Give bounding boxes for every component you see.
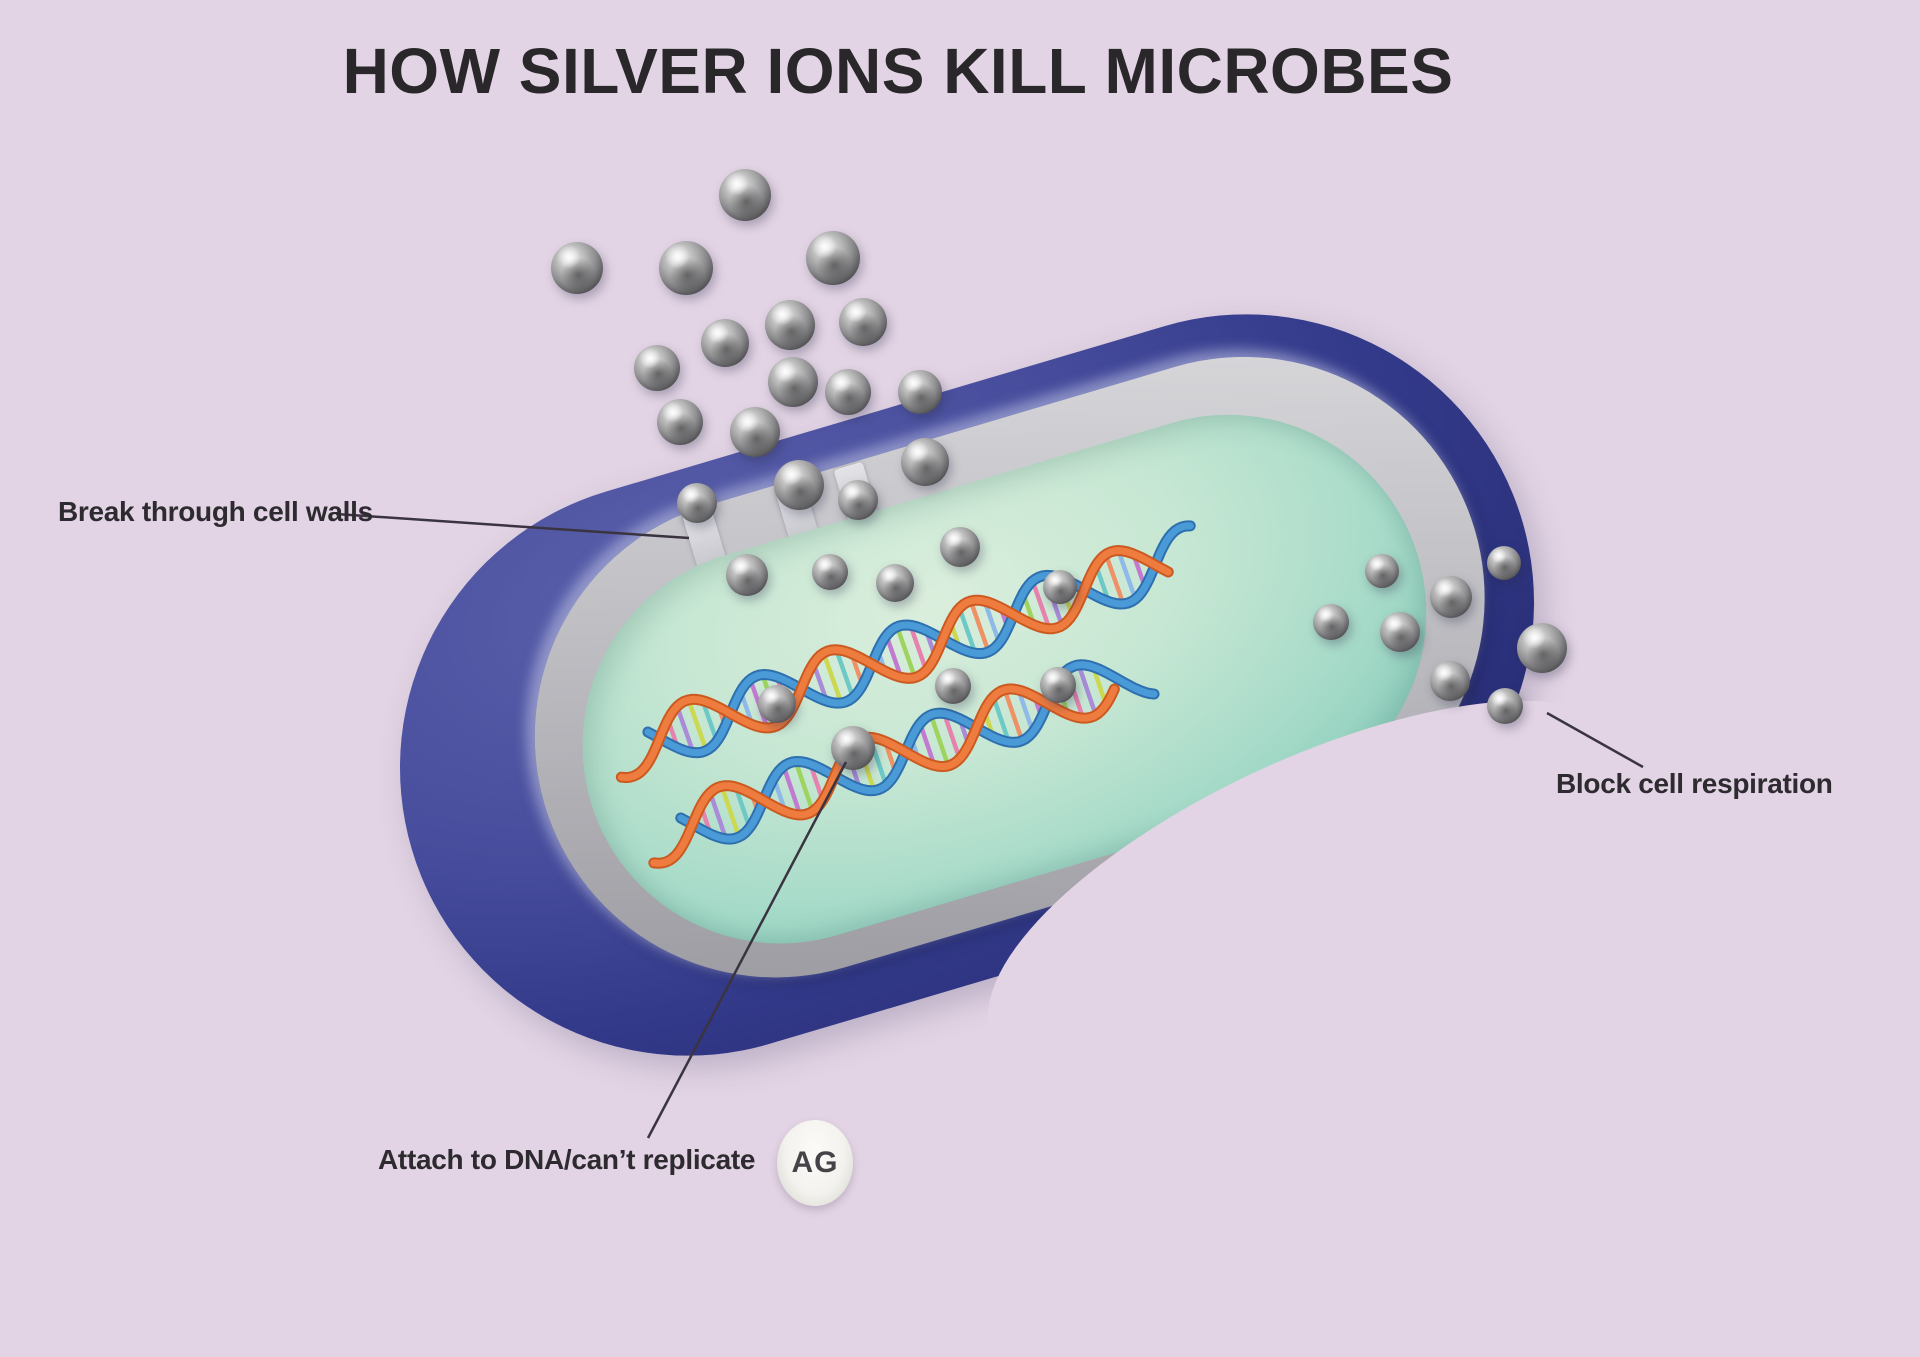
silver-ion: [758, 685, 796, 723]
dna-base-pair-rung: [991, 697, 1010, 741]
silver-ion: [1043, 570, 1077, 604]
dna-base-pair-rung: [687, 701, 707, 750]
dna-base-pair-rung: [1104, 555, 1124, 603]
dna-base-pair-rung: [794, 762, 814, 810]
silver-ion: [719, 169, 771, 221]
dna-strand-blue: [643, 522, 1194, 757]
silver-ion: [1313, 604, 1349, 640]
page-title: HOW SILVER IONS KILL MICROBES: [342, 35, 1454, 107]
silver-ion: [812, 554, 848, 590]
dna-base-pair-rung: [918, 724, 936, 765]
annotation-label-block-respiration: Block cell respiration: [1556, 768, 1833, 799]
silver-ion: [768, 357, 818, 407]
silver-ion: [677, 483, 717, 523]
dna-base-pair-rung: [1003, 691, 1023, 740]
dna-base-pair-rung: [738, 691, 754, 725]
dna-base-pair-rung: [942, 714, 961, 758]
dna-base-pair-rung: [811, 663, 828, 701]
dna-base-pair-rung: [1077, 666, 1097, 714]
ag-badge-label: AG: [791, 1146, 839, 1179]
silver-ion: [634, 345, 680, 391]
dna-base-pair-rung: [1094, 565, 1110, 602]
dna-base-pair-rung: [1016, 690, 1034, 732]
dna-base-pair-rung: [700, 701, 718, 741]
dna-base-pair-rung: [720, 787, 740, 836]
dna-base-pair-rung: [834, 651, 854, 697]
silver-ion: [1517, 623, 1567, 673]
silver-ion: [825, 369, 871, 415]
dna-base-pair-rung: [929, 716, 949, 765]
silver-ion: [940, 527, 980, 567]
annotation-label-attach-dna: Attach to DNA/can’t replicate: [378, 1144, 756, 1175]
silver-ion: [935, 668, 971, 704]
dna-base-pair-rung: [982, 602, 1000, 643]
dna-base-pair-rung: [782, 767, 801, 814]
dna-base-pair-rung: [1091, 667, 1107, 705]
dna-base-pair-rung: [1131, 554, 1146, 587]
silver-ion: [839, 298, 887, 346]
dna-base-pair-rung: [908, 626, 927, 670]
silver-ion: [831, 726, 875, 770]
silver-ion: [876, 564, 914, 602]
dna-base-pair-rung: [1116, 551, 1136, 598]
silver-ion: [1430, 661, 1470, 701]
silver-ion: [1365, 554, 1399, 588]
silver-ion: [765, 300, 815, 350]
silver-ion: [1430, 576, 1472, 618]
silver-ion: [1040, 667, 1076, 703]
silver-ion: [657, 399, 703, 445]
silver-ion: [806, 231, 860, 285]
silver-ion: [838, 480, 878, 520]
annotation-label-break-walls: Break through cell walls: [58, 496, 373, 527]
dna-base-pair-rung: [884, 636, 902, 677]
dna-helix: [615, 520, 1196, 784]
dna-base-pair-rung: [675, 707, 694, 752]
dna-base-pair-rung: [957, 609, 976, 653]
silver-ion: [726, 554, 768, 596]
dna-base-pair-rung: [822, 654, 842, 702]
silver-ion: [901, 438, 949, 486]
silver-ion: [1487, 546, 1521, 580]
silver-ag-badge: AG: [777, 1120, 853, 1206]
silver-ion: [774, 460, 824, 510]
silver-ion: [659, 241, 713, 295]
silver-ion: [1380, 612, 1420, 652]
silver-ion: [898, 370, 942, 414]
silver-ion: [551, 242, 603, 294]
dna-base-pair-rung: [895, 628, 916, 677]
silver-ion: [730, 407, 780, 457]
dna-strand-orange: [617, 547, 1172, 782]
dna-base-pair-rung: [969, 602, 989, 651]
silver-ion: [1487, 688, 1523, 724]
silver-ion: [701, 319, 749, 367]
dna-base-pair-rung: [1031, 582, 1050, 628]
